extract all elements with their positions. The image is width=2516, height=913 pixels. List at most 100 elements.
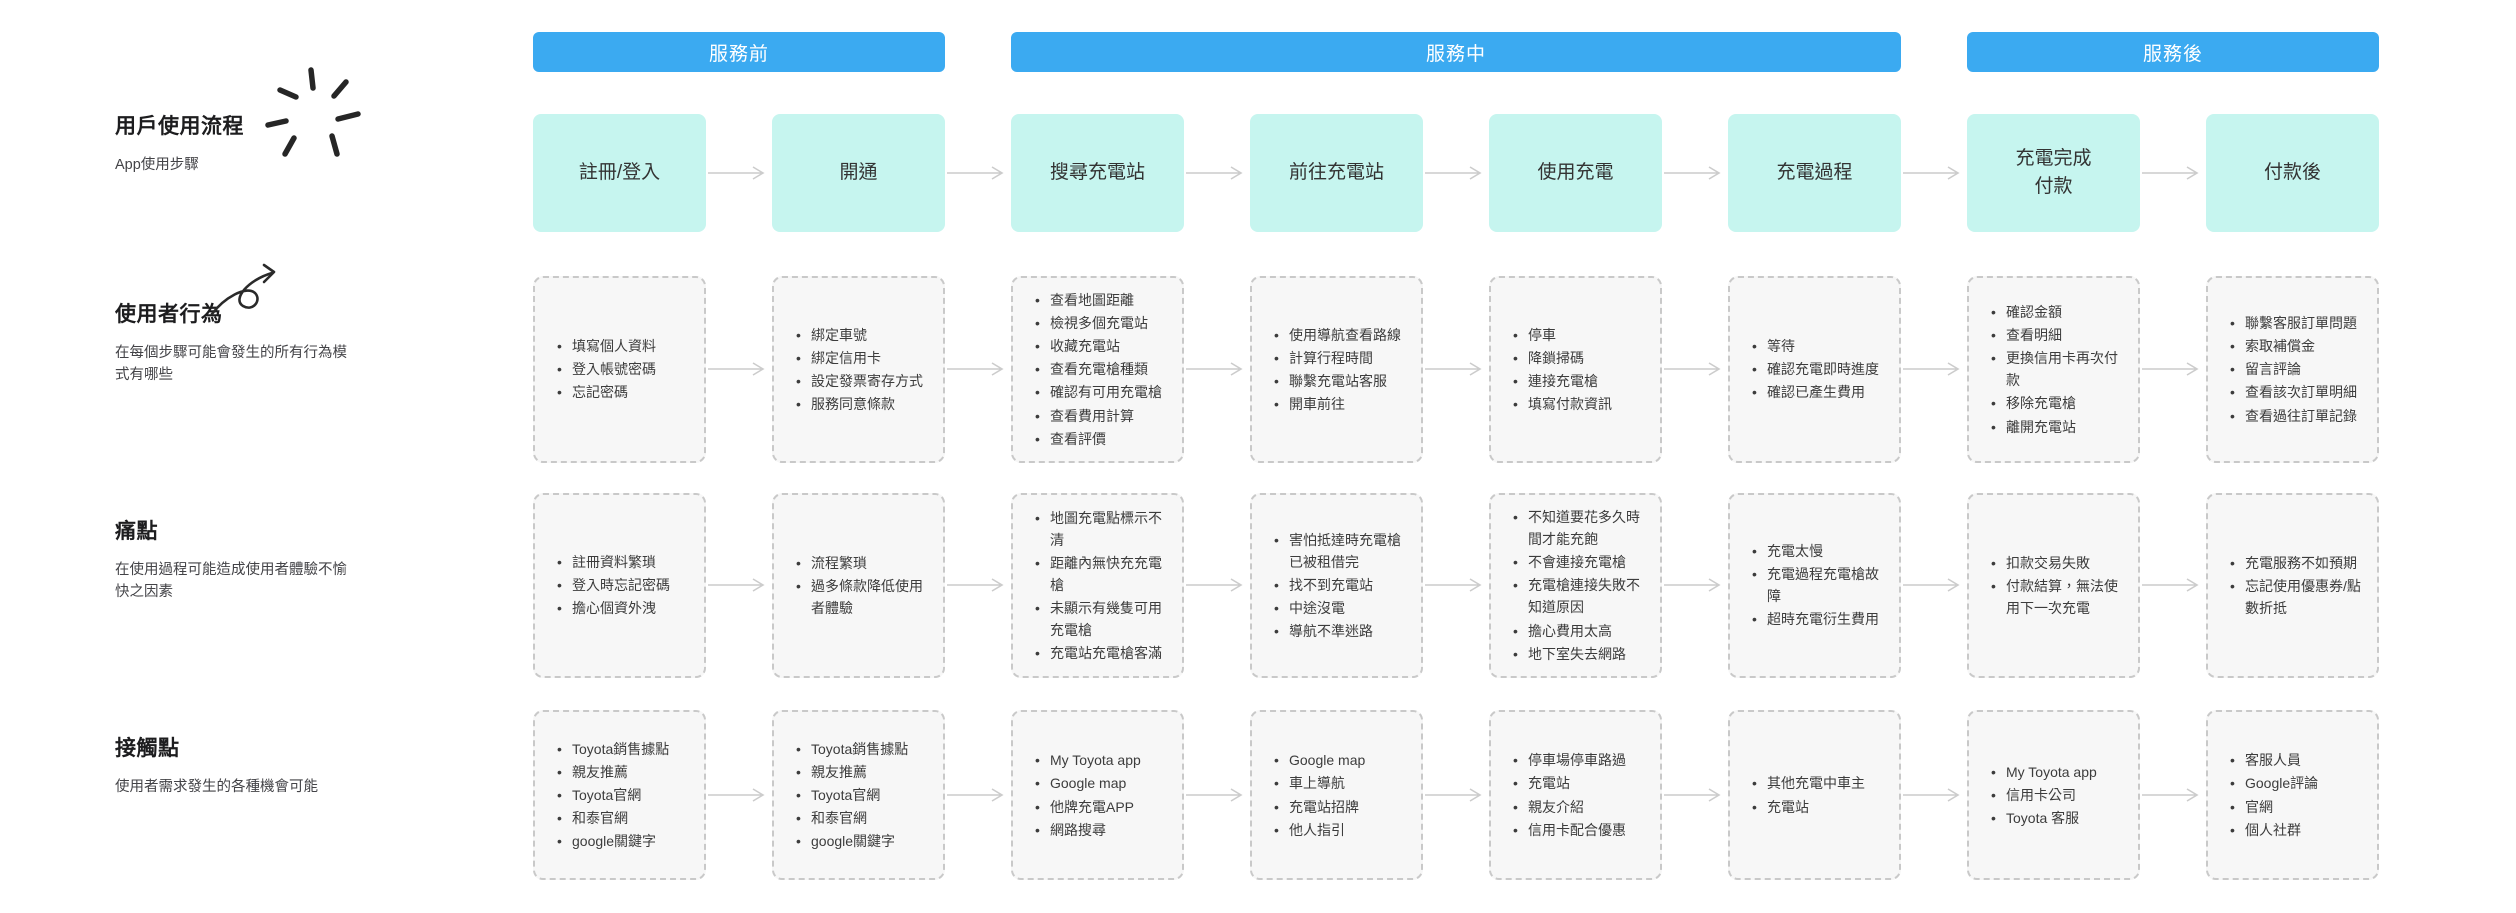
- painpoint-cell: 害怕抵達時充電槍已被租借完找不到充電站中途沒電導航不準迷路: [1250, 493, 1482, 678]
- bullet-item: 付款結算，無法使用下一次充電: [1989, 575, 2130, 619]
- touchpoint-cell: Toyota銷售據點親友推薦Toyota官網和泰官網google關鍵字: [533, 710, 765, 880]
- bullet-item: 服務同意條款: [794, 393, 923, 415]
- bullet-item: 等待: [1750, 335, 1879, 357]
- bullet-item: 連接充電槍: [1511, 370, 1612, 392]
- stage-cell: 充電過程: [1728, 114, 1960, 232]
- phase-bar-before-service: 服務前: [533, 32, 945, 72]
- painpoint-panel: 扣款交易失敗付款結算，無法使用下一次充電: [1967, 493, 2140, 678]
- flow-arrow-icon: [706, 361, 772, 377]
- row-title-pains: 痛點: [115, 520, 158, 543]
- bullet-item: 收藏充電站: [1033, 335, 1162, 357]
- painpoint-panel: 地圖充電點標示不清距離內無快充充電槍未顯示有幾隻可用充電槍充電站充電槍客滿: [1011, 493, 1184, 678]
- bullet-item: 地圖充電點標示不清: [1033, 507, 1174, 551]
- bullet-item: 官網: [2228, 796, 2318, 818]
- stage-box: 使用充電: [1489, 114, 1662, 232]
- bullet-item: 充電服務不如預期: [2228, 552, 2369, 574]
- behavior-cell: 等待確認充電即時進度確認已產生費用: [1728, 276, 1960, 463]
- behavior-cell: 使用導航查看路線計算行程時間聯繫充電站客服開車前往: [1250, 276, 1482, 463]
- bullet-item: 距離內無快充充電槍: [1033, 552, 1174, 596]
- behavior-panel: 聯繫客服訂單問題索取補償金留言評論查看該次訂單明細查看過往訂單記錄: [2206, 276, 2379, 463]
- touchpoint-panel: Toyota銷售據點親友推薦Toyota官網和泰官網google關鍵字: [772, 710, 945, 880]
- touchpoint-panel: My Toyota appGoogle map他牌充電APP網路搜尋: [1011, 710, 1184, 880]
- row-label-pains: 痛點 在使用過程可能造成使用者體驗不愉快之因素: [115, 515, 515, 604]
- bullet-item: 忘記使用優惠券/點數折抵: [2228, 575, 2369, 619]
- bullet-list: 聯繫客服訂單問題索取補償金留言評論查看該次訂單明細查看過往訂單記錄: [2228, 311, 2357, 428]
- bullet-item: 查看過往訂單記錄: [2228, 405, 2357, 427]
- bullet-item: 扣款交易失敗: [1989, 552, 2130, 574]
- bullet-item: 不知道要花多久時間才能充飽: [1511, 506, 1652, 550]
- journey-map: 服務前 服務中 服務後 註冊/登入開通搜尋充電站前往充電站使用充電充電過程充電完…: [533, 32, 2380, 880]
- bullet-item: Google map: [1033, 772, 1141, 794]
- bullet-item: Google評論: [2228, 772, 2318, 794]
- touchpoints-row: Toyota銷售據點親友推薦Toyota官網和泰官網google關鍵字Toyot…: [533, 710, 2380, 880]
- bullet-item: My Toyota app: [1033, 749, 1141, 771]
- bullet-item: 確認充電即時進度: [1750, 358, 1879, 380]
- bullet-item: 註冊資料繁瑣: [555, 551, 670, 573]
- flow-arrow-icon: [1901, 165, 1967, 181]
- flow-arrow-icon: [1423, 577, 1489, 593]
- bullet-list: 等待確認充電即時進度確認已產生費用: [1750, 334, 1879, 404]
- painpoint-panel: 害怕抵達時充電槍已被租借完找不到充電站中途沒電導航不準迷路: [1250, 493, 1423, 678]
- flow-arrow-icon: [1662, 361, 1728, 377]
- behavior-cell: 確認金額查看明細更換信用卡再次付款移除充電槍離開充電站: [1967, 276, 2199, 463]
- flow-arrow-icon: [945, 361, 1011, 377]
- touchpoint-panel: 其他充電中車主充電站: [1728, 710, 1901, 880]
- bullet-item: Toyota銷售據點: [794, 738, 908, 760]
- flow-arrow-icon: [1423, 361, 1489, 377]
- phase-row: 服務前 服務中 服務後: [533, 32, 2380, 72]
- painpoint-panel: 充電服務不如預期忘記使用優惠券/點數折抵: [2206, 493, 2379, 678]
- row-subtitle-pains: 在使用過程可能造成使用者體驗不愉快之因素: [115, 562, 347, 601]
- bullet-item: 確認有可用充電槍: [1033, 381, 1162, 403]
- behavior-panel: 填寫個人資料登入帳號密碼忘記密碼: [533, 276, 706, 463]
- bullet-list: 充電太慢充電過程充電槍故障超時充電衍生費用: [1750, 539, 1891, 631]
- bullet-item: 客服人員: [2228, 749, 2318, 771]
- flow-arrow-icon: [945, 787, 1011, 803]
- bullet-item: 超時充電衍生費用: [1750, 608, 1891, 630]
- bullet-item: 查看該次訂單明細: [2228, 381, 2357, 403]
- bullet-item: 網路搜尋: [1033, 819, 1141, 841]
- row-title-behaviors: 使用者行為: [115, 303, 223, 326]
- bullet-list: 確認金額查看明細更換信用卡再次付款移除充電槍離開充電站: [1989, 300, 2130, 439]
- bullet-list: 綁定車號綁定信用卡設定發票寄存方式服務同意條款: [794, 323, 923, 416]
- flow-arrow-icon: [2140, 361, 2206, 377]
- row-subtitle-behaviors: 在每個步驟可能會發生的所有行為模式有哪些: [115, 345, 347, 384]
- bullet-item: 更換信用卡再次付款: [1989, 347, 2130, 391]
- painpoint-cell: 地圖充電點標示不清距離內無快充充電槍未顯示有幾隻可用充電槍充電站充電槍客滿: [1011, 493, 1243, 678]
- bullet-item: Toyota官網: [794, 784, 908, 806]
- row-label-flow: 用戶使用流程 App使用步驟: [115, 110, 515, 176]
- bullet-item: 開車前往: [1272, 393, 1401, 415]
- bullet-item: 他人指引: [1272, 819, 1365, 841]
- bullet-item: 充電過程充電槍故障: [1750, 563, 1891, 607]
- flow-arrow-icon: [2140, 577, 2206, 593]
- painpoint-cell: 充電服務不如預期忘記使用優惠券/點數折抵: [2206, 493, 2379, 678]
- pains-row: 註冊資料繁瑣登入時忘記密碼擔心個資外洩流程繁瑣過多條款降低使用者體驗地圖充電點標…: [533, 493, 2380, 678]
- bullet-item: 過多條款降低使用者體驗: [794, 575, 935, 619]
- stage-box: 前往充電站: [1250, 114, 1423, 232]
- stage-cell: 付款後: [2206, 114, 2379, 232]
- touchpoint-cell: 停車場停車路過充電站親友介紹信用卡配合優惠: [1489, 710, 1721, 880]
- flow-arrow-icon: [1423, 787, 1489, 803]
- touchpoint-panel: 停車場停車路過充電站親友介紹信用卡配合優惠: [1489, 710, 1662, 880]
- stage-cell: 前往充電站: [1250, 114, 1482, 232]
- bullet-item: 查看充電槍種類: [1033, 358, 1162, 380]
- stage-cell: 使用充電: [1489, 114, 1721, 232]
- touchpoint-panel: My Toyota app信用卡公司Toyota 客服: [1967, 710, 2140, 880]
- row-subtitle-flow: App使用步驟: [115, 157, 199, 173]
- bullet-item: 索取補償金: [2228, 335, 2357, 357]
- painpoint-panel: 不知道要花多久時間才能充飽不會連接充電槍充電槍連接失敗不知道原因擔心費用太高地下…: [1489, 493, 1662, 678]
- flow-arrow-icon: [1423, 165, 1489, 181]
- touchpoint-panel: Toyota銷售據點親友推薦Toyota官網和泰官網google關鍵字: [533, 710, 706, 880]
- stage-box: 開通: [772, 114, 945, 232]
- bullet-item: 不會連接充電槍: [1511, 551, 1652, 573]
- bullet-item: 車上導航: [1272, 772, 1365, 794]
- stage-box: 註冊/登入: [533, 114, 706, 232]
- bullet-item: 查看明細: [1989, 324, 2130, 346]
- flow-arrow-icon: [1901, 361, 1967, 377]
- bullet-list: Toyota銷售據點親友推薦Toyota官網和泰官網google關鍵字: [794, 737, 908, 854]
- bullet-item: 忘記密碼: [555, 381, 656, 403]
- bullet-item: My Toyota app: [1989, 761, 2097, 783]
- bullet-item: 移除充電槍: [1989, 392, 2130, 414]
- bullet-list: 使用導航查看路線計算行程時間聯繫充電站客服開車前往: [1272, 323, 1401, 416]
- bullet-list: 害怕抵達時充電槍已被租借完找不到充電站中途沒電導航不準迷路: [1272, 528, 1413, 644]
- painpoint-panel: 流程繁瑣過多條款降低使用者體驗: [772, 493, 945, 678]
